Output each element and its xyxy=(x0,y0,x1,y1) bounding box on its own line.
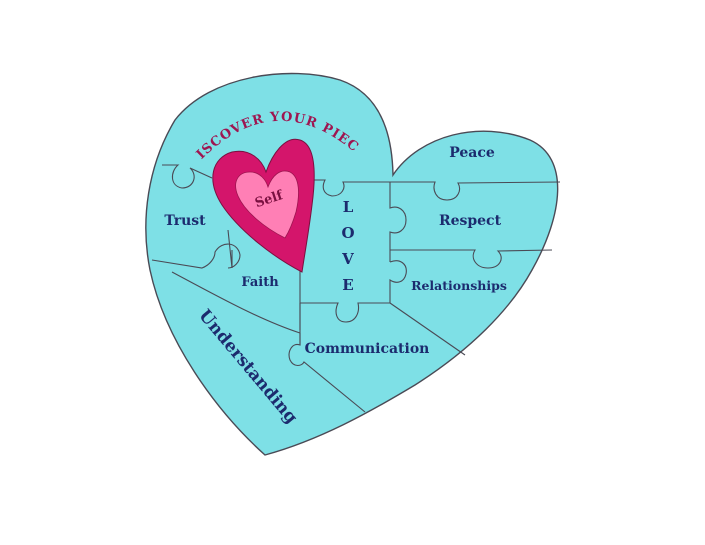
love-letter-v: V xyxy=(341,250,354,268)
puzzle-seams xyxy=(151,164,561,413)
love-letter-l: L xyxy=(343,198,354,216)
love-letter-o: O xyxy=(341,224,354,242)
love-letter-e: E xyxy=(342,276,353,294)
piece-label-relationships: Relationships xyxy=(411,278,507,293)
piece-label-respect: Respect xyxy=(439,213,502,229)
piece-label-communication: Communication xyxy=(305,341,430,357)
piece-label-trust: Trust xyxy=(164,213,206,229)
self-heart-inner xyxy=(235,170,299,239)
piece-label-faith: Faith xyxy=(241,275,279,290)
piece-label-peace: Peace xyxy=(449,145,495,161)
